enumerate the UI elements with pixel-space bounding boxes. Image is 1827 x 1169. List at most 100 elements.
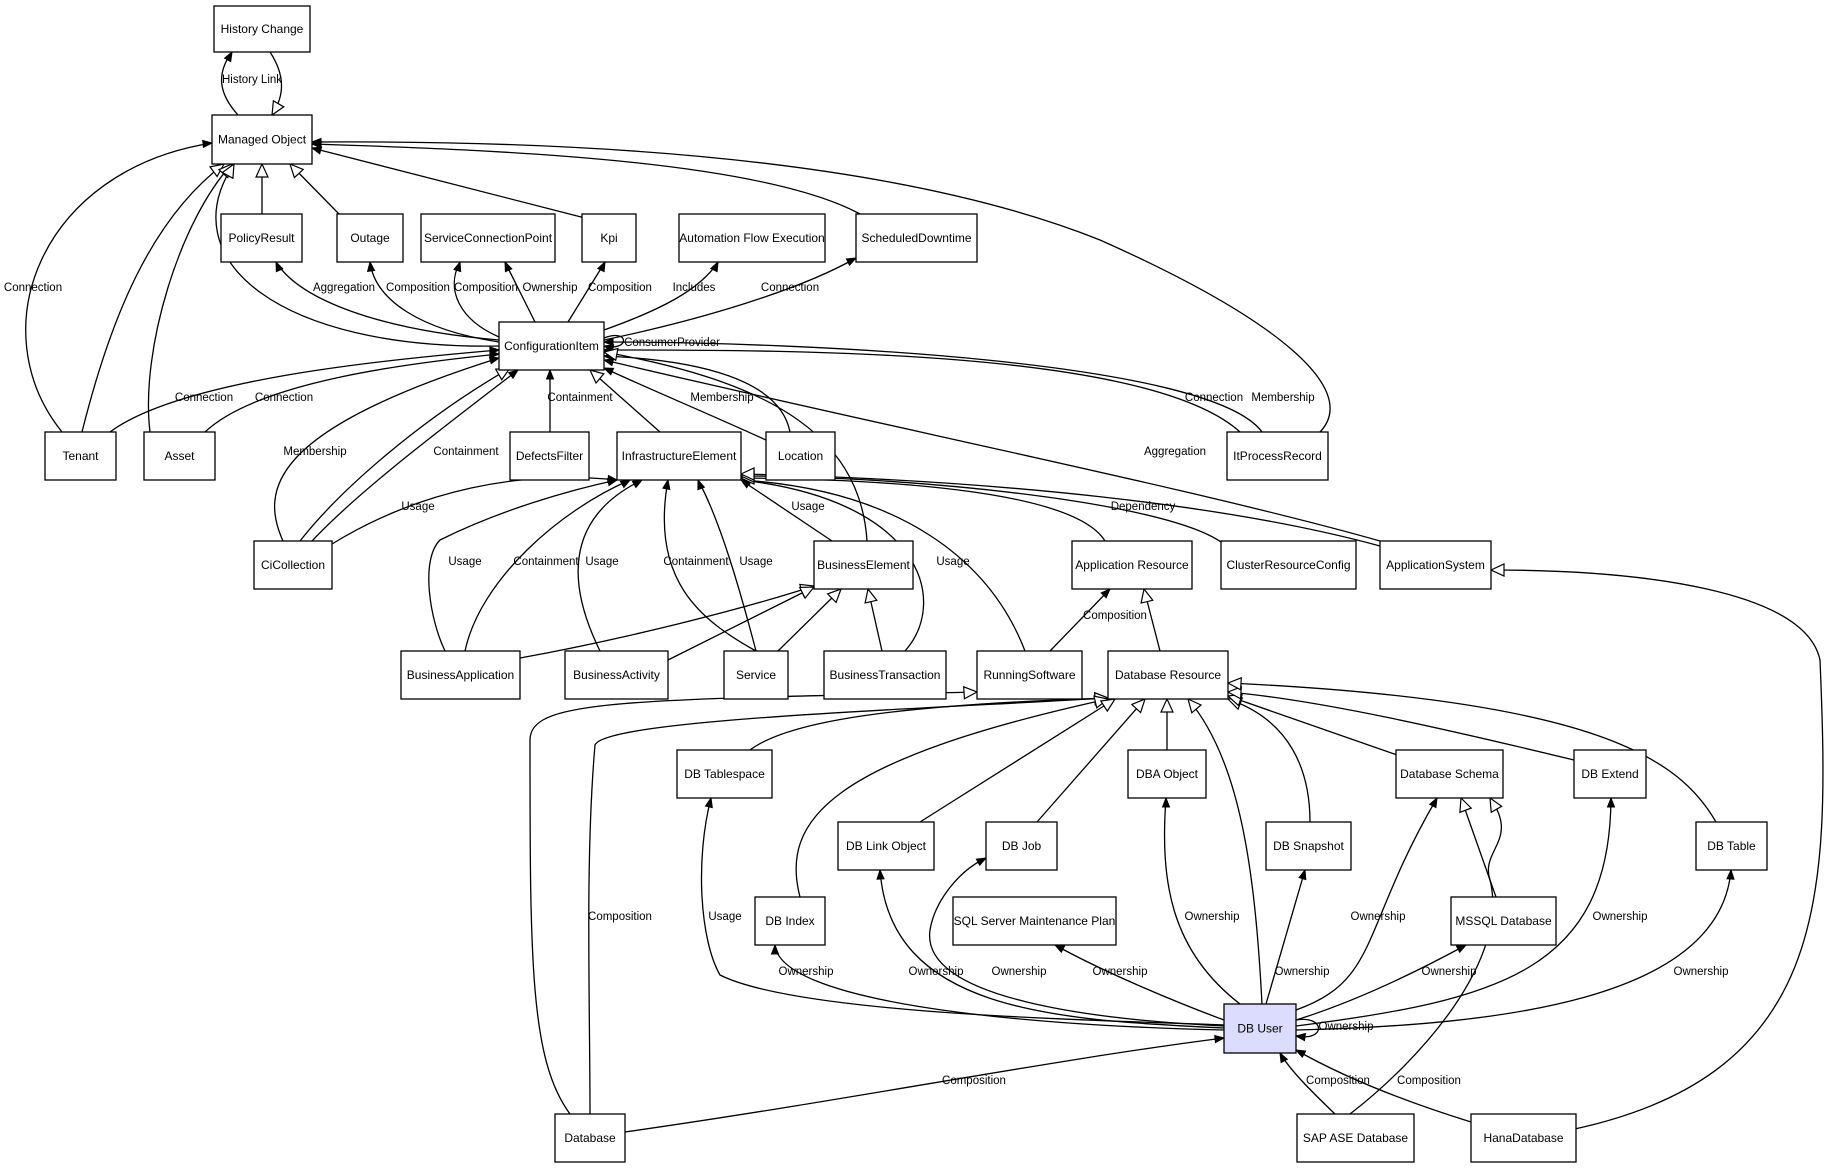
node-box[interactable]	[400, 650, 521, 700]
node-it-process-record[interactable]: ItProcessRecord	[1226, 431, 1329, 481]
node-box[interactable]	[44, 431, 117, 481]
edge-label: Ownership	[1593, 911, 1648, 923]
node-box[interactable]	[1226, 431, 1329, 481]
node-box[interactable]	[564, 650, 669, 700]
node-box[interactable]	[213, 5, 311, 53]
node-managed-object[interactable]: Managed Object	[211, 114, 313, 165]
inheritance-arrowhead	[864, 587, 878, 604]
node-box[interactable]	[1450, 896, 1557, 946]
node-box[interactable]	[985, 821, 1058, 871]
node-box[interactable]	[1470, 1113, 1577, 1163]
node-box[interactable]	[420, 213, 556, 263]
node-mssql-db[interactable]: MSSQL Database	[1450, 896, 1557, 946]
node-box[interactable]	[1573, 749, 1647, 799]
edge-label: Containment	[547, 392, 613, 404]
node-ci-collection[interactable]: CiCollection	[253, 540, 333, 590]
node-db-snapshot[interactable]: DB Snapshot	[1265, 821, 1352, 871]
node-box[interactable]	[336, 213, 404, 263]
node-box[interactable]	[1071, 540, 1193, 590]
node-box[interactable]	[765, 431, 836, 481]
node-box[interactable]	[952, 896, 1117, 946]
node-box[interactable]	[1296, 1113, 1415, 1163]
node-db-link-object[interactable]: DB Link Object	[837, 821, 935, 871]
node-business-element[interactable]: BusinessElement	[813, 540, 914, 590]
association-arrowhead	[697, 478, 706, 491]
node-box[interactable]	[1395, 749, 1504, 799]
node-db-table[interactable]: DB Table	[1695, 821, 1768, 871]
node-box[interactable]	[616, 431, 742, 481]
node-box[interactable]	[1379, 540, 1492, 590]
node-running-software[interactable]: RunningSoftware	[976, 650, 1083, 700]
association-arrowhead	[223, 50, 233, 63]
association-arrowhead	[488, 356, 501, 365]
node-app-system[interactable]: ApplicationSystem	[1379, 540, 1492, 590]
node-box[interactable]	[554, 1113, 626, 1163]
node-box[interactable]	[509, 431, 590, 481]
node-sched-downtime[interactable]: ScheduledDowntime	[855, 213, 978, 263]
edge-db-user-to-db-schema	[1295, 797, 1438, 1011]
node-box[interactable]	[498, 321, 605, 371]
node-afe[interactable]: Automation Flow Execution	[678, 213, 826, 263]
node-box[interactable]	[837, 821, 935, 871]
node-box[interactable]	[678, 213, 826, 263]
node-sql-maint-plan[interactable]: SQL Server Maintenance Plan	[952, 896, 1117, 946]
edge-tenant-to-managed-object	[81, 163, 225, 433]
inheritance-arrowhead	[221, 162, 235, 180]
node-business-transaction[interactable]: BusinessTransaction	[823, 650, 947, 700]
node-location[interactable]: Location	[765, 431, 836, 481]
node-box[interactable]	[723, 650, 789, 700]
association-arrowhead	[202, 139, 214, 149]
node-business-app[interactable]: BusinessApplication	[400, 650, 521, 700]
node-db-tablespace[interactable]: DB Tablespace	[676, 749, 773, 799]
node-box[interactable]	[976, 650, 1083, 700]
node-db-schema[interactable]: Database Schema	[1395, 749, 1504, 799]
node-label: Database	[564, 1131, 616, 1145]
node-box[interactable]	[823, 650, 947, 700]
node-db-extend[interactable]: DB Extend	[1573, 749, 1647, 799]
node-box[interactable]	[1107, 650, 1229, 700]
node-asset[interactable]: Asset	[143, 431, 216, 481]
node-kpi[interactable]: Kpi	[581, 213, 637, 263]
node-app-resource[interactable]: Application Resource	[1071, 540, 1193, 590]
node-box[interactable]	[754, 896, 826, 946]
node-box[interactable]	[813, 540, 914, 590]
node-box[interactable]	[1127, 749, 1207, 799]
node-db-user[interactable]: DB User	[1223, 1003, 1297, 1054]
node-db-index[interactable]: DB Index	[754, 896, 826, 946]
node-box[interactable]	[581, 213, 637, 263]
node-box[interactable]	[253, 540, 333, 590]
node-cluster-resource-config[interactable]: ClusterResourceConfig	[1220, 540, 1357, 590]
node-tenant[interactable]: Tenant	[44, 431, 117, 481]
edge-label: Ownership	[992, 966, 1047, 978]
node-box[interactable]	[143, 431, 216, 481]
node-scp[interactable]: ServiceConnectionPoint	[420, 213, 556, 263]
node-outage[interactable]: Outage	[336, 213, 404, 263]
node-label: BusinessTransaction	[830, 668, 941, 682]
association-arrowhead	[1606, 796, 1616, 808]
node-db-job[interactable]: DB Job	[985, 821, 1058, 871]
node-dba-object[interactable]: DBA Object	[1127, 749, 1207, 799]
edge-db-extend-to-db-resource	[1227, 691, 1575, 761]
node-box[interactable]	[676, 749, 773, 799]
node-policy-result[interactable]: PolicyResult	[220, 213, 303, 263]
node-service[interactable]: Service	[723, 650, 789, 700]
node-box[interactable]	[1220, 540, 1357, 590]
node-business-activity[interactable]: BusinessActivity	[564, 650, 669, 700]
node-box[interactable]	[855, 213, 978, 263]
association-arrowhead	[606, 478, 619, 487]
node-config-item[interactable]: ConfigurationItem	[498, 321, 605, 371]
node-box[interactable]	[211, 114, 313, 165]
node-box[interactable]	[1695, 821, 1768, 871]
node-sap-ase-db[interactable]: SAP ASE Database	[1296, 1113, 1415, 1163]
node-hana-db[interactable]: HanaDatabase	[1470, 1113, 1577, 1163]
node-history-change[interactable]: History Change	[213, 5, 311, 53]
node-database[interactable]: Database	[554, 1113, 626, 1163]
node-box[interactable]	[1265, 821, 1352, 871]
edge-label: Containment	[663, 556, 729, 568]
node-db-resource[interactable]: Database Resource	[1107, 650, 1229, 700]
node-defects-filter[interactable]: DefectsFilter	[509, 431, 590, 481]
node-infra-element[interactable]: InfrastructureElement	[616, 431, 742, 481]
node-box[interactable]	[1223, 1003, 1297, 1054]
edge-label: Containment	[433, 446, 499, 458]
node-box[interactable]	[220, 213, 303, 263]
